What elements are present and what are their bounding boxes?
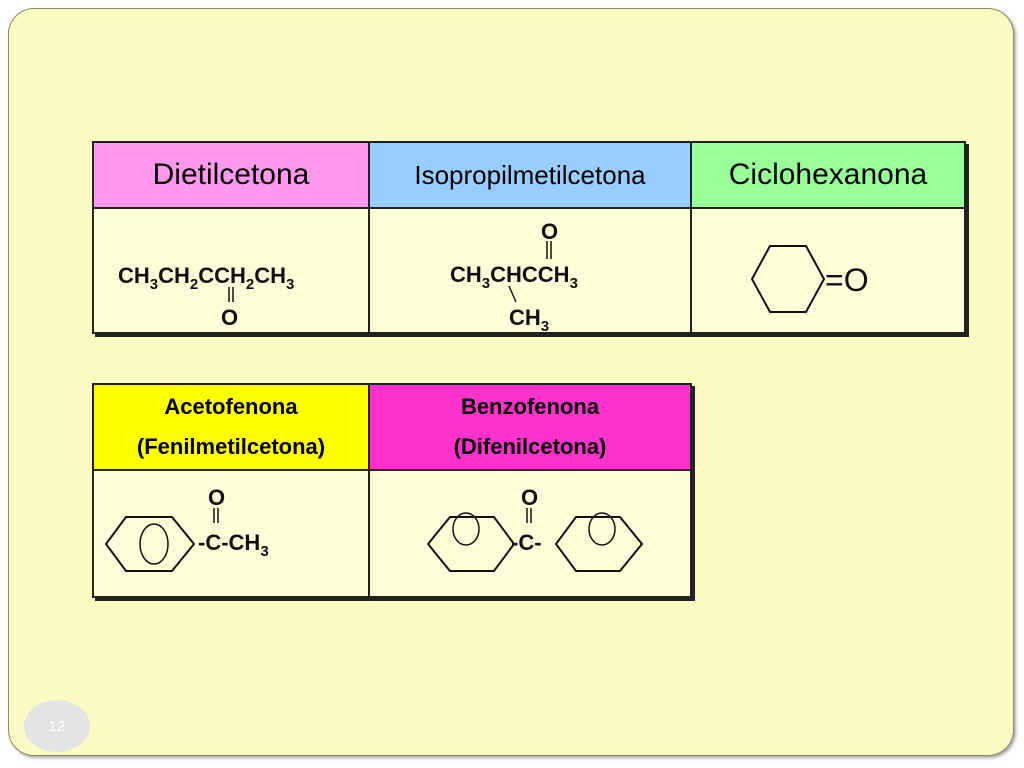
cell-isopropilmetilcetona-formula: O CH3CHCCH3 CH3 xyxy=(368,207,692,335)
page-number: 12 xyxy=(24,700,90,752)
benzofenona-oxygen: O xyxy=(521,485,538,510)
header-acetofenona-line2: (Fenilmetilcetona) xyxy=(136,434,326,459)
ciclohexanona-ketone: =O xyxy=(825,262,869,298)
aromatic-circle-icon xyxy=(452,512,480,546)
benzene-ring-right-icon xyxy=(554,516,644,572)
acetofenona-structure: O -C-CH3 xyxy=(104,485,269,572)
acetofenona-oxygen: O xyxy=(208,485,225,510)
cell-ciclohexanona-formula: =O xyxy=(690,207,966,334)
aromatic-circle-icon xyxy=(139,523,169,565)
isopropil-main-chain: CH3CHCCH3 xyxy=(450,262,578,292)
cyclohexane-ring-icon xyxy=(750,245,826,313)
header-acetofenona: Acetofenona (Fenilmetilcetona) xyxy=(92,383,370,471)
slide xyxy=(8,8,1014,756)
cell-acetofenona-formula: O -C-CH3 xyxy=(92,469,370,598)
dietilcetona-oxygen: O xyxy=(221,305,238,330)
benzofenona-chain: -C- xyxy=(511,530,542,555)
ketones-table-bottom: Acetofenona (Fenilmetilcetona) Benzofeno… xyxy=(92,383,692,598)
benzene-ring-icon xyxy=(104,516,196,572)
isopropil-branch: CH3 xyxy=(509,305,549,335)
cell-benzofenona-formula: O -C- xyxy=(368,469,692,598)
header-dietilcetona: Dietilcetona xyxy=(92,141,370,209)
branch-bond-line xyxy=(508,285,517,303)
header-ciclohexanona: Ciclohexanona xyxy=(690,141,966,209)
header-isopropilmetilcetona: Isopropilmetilcetona xyxy=(368,141,692,209)
cell-dietilcetona-formula: CH3CH2CCH2CH3 O xyxy=(92,207,370,334)
header-benzofenona: Benzofenona (Difenilcetona) xyxy=(368,383,692,471)
benzofenona-structure: O -C- xyxy=(426,485,644,572)
benzene-ring-left-icon xyxy=(426,516,516,572)
dietilcetona-main-chain: CH3CH2CCH2CH3 xyxy=(118,263,294,293)
isopropil-oxygen: O xyxy=(541,219,558,244)
dietilcetona-structure: CH3CH2CCH2CH3 O xyxy=(118,263,294,330)
header-acetofenona-line1: Acetofenona xyxy=(164,394,298,419)
aromatic-circle-icon xyxy=(588,512,616,546)
isopropilmetilcetona-structure: O CH3CHCCH3 CH3 xyxy=(450,219,578,335)
ciclohexanona-structure: =O xyxy=(750,245,869,313)
ketones-table-top: Dietilcetona Isopropilmetilcetona Cicloh… xyxy=(92,141,966,335)
acetofenona-chain: -C-CH3 xyxy=(198,530,269,560)
header-benzofenona-line2: (Difenilcetona) xyxy=(453,434,607,459)
header-benzofenona-line1: Benzofenona xyxy=(460,394,600,419)
